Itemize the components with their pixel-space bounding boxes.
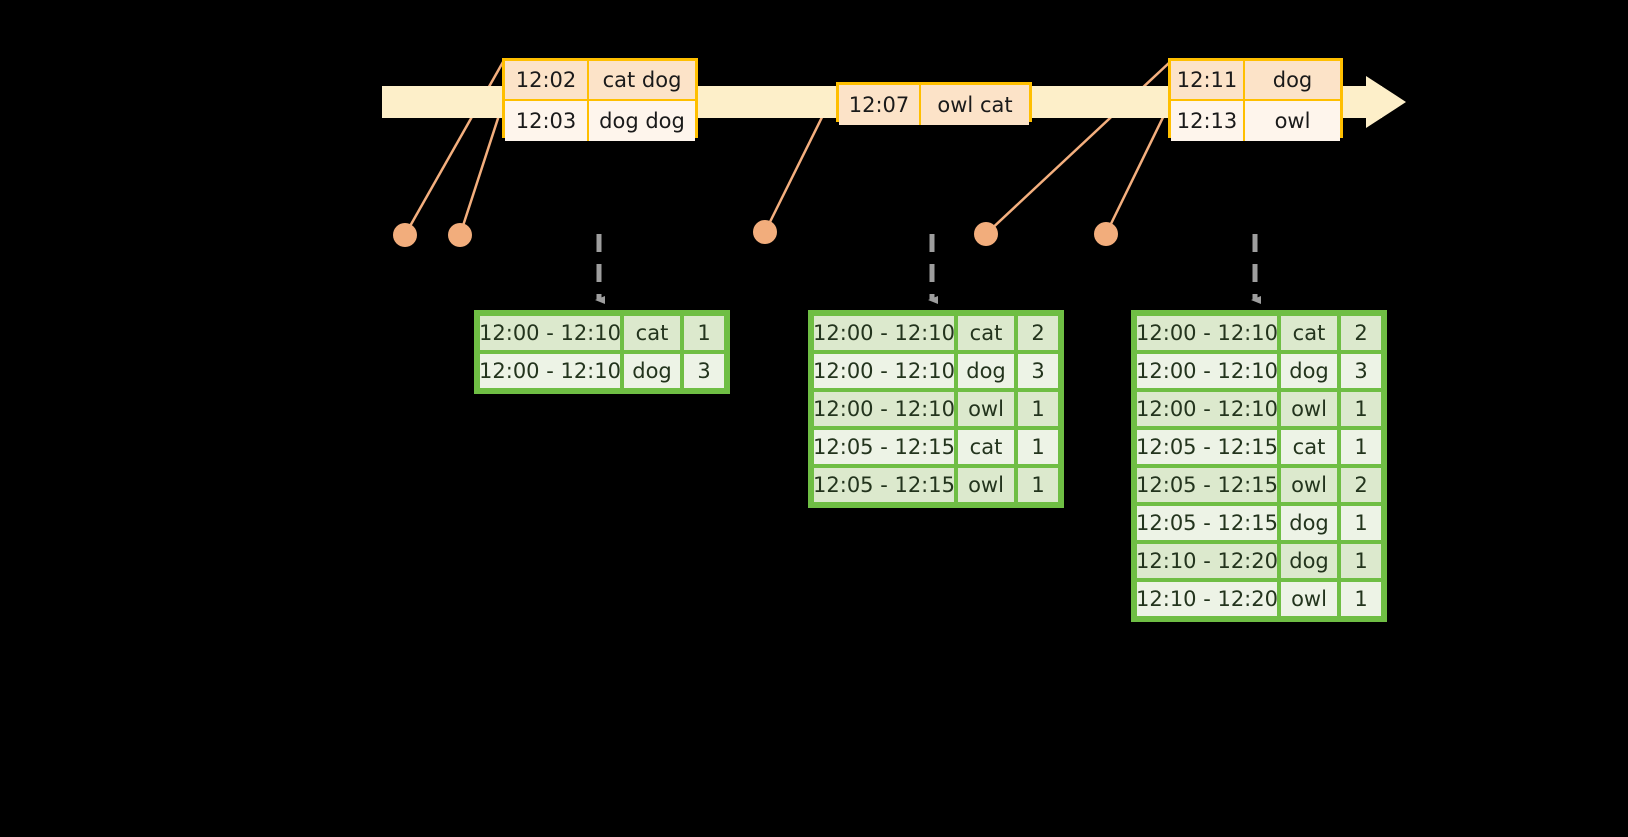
cell-word: owl [1281, 582, 1337, 616]
cell-window: 12:00 - 12:10 [479, 354, 621, 388]
cell-word: dog [624, 354, 680, 388]
timeline-arrow-head [1366, 76, 1406, 128]
cell-count: 1 [1018, 392, 1058, 426]
event-time: 12:11 [1171, 61, 1245, 99]
event-words: cat dog [602, 68, 682, 92]
cell-window: 12:00 - 12:10 [813, 392, 955, 426]
event-row: 12:07 owl cat [839, 85, 1029, 125]
event-group-1[interactable]: 12:02 cat dog 12:03 dog dog [502, 58, 698, 141]
cell-count: 3 [1341, 354, 1381, 388]
cell-word: dog [1281, 354, 1337, 388]
event-words: owl cat [937, 93, 1013, 117]
cell-window: 12:10 - 12:20 [1136, 582, 1278, 616]
cell-count: 1 [1018, 430, 1058, 464]
connector-line-2 [458, 102, 505, 236]
cell-count: 1 [1018, 468, 1058, 502]
event-words: owl [1274, 109, 1311, 133]
event-words: dog [1272, 68, 1313, 92]
cell-word: cat [1281, 430, 1337, 464]
event-time: 12:07 [839, 85, 921, 125]
cell-word: cat [1281, 316, 1337, 350]
connector-line-5 [1104, 102, 1172, 235]
event-words: dog dog [599, 109, 685, 133]
cell-word: owl [958, 392, 1014, 426]
cell-window: 12:00 - 12:10 [1136, 392, 1278, 426]
cell-window: 12:05 - 12:15 [1136, 430, 1278, 464]
cell-count: 3 [1018, 354, 1058, 388]
cell-word: owl [1281, 392, 1337, 426]
event-time: 12:03 [505, 101, 589, 141]
event-row: 12:13 owl [1171, 101, 1340, 141]
cell-window: 12:10 - 12:20 [1136, 544, 1278, 578]
cell-count: 1 [1341, 544, 1381, 578]
event-row: 12:02 cat dog [505, 61, 695, 101]
cell-window: 12:05 - 12:15 [1136, 506, 1278, 540]
event-dot-5 [1094, 222, 1118, 246]
cell-window: 12:00 - 12:10 [1136, 354, 1278, 388]
cell-word: dog [1281, 506, 1337, 540]
event-time: 12:13 [1171, 101, 1245, 141]
cell-count: 1 [684, 316, 724, 350]
event-group-3[interactable]: 12:11 dog 12:13 owl [1168, 58, 1343, 141]
cell-count: 2 [1341, 468, 1381, 502]
cell-word: cat [958, 316, 1014, 350]
cell-word: owl [958, 468, 1014, 502]
event-group-2[interactable]: 12:07 owl cat [836, 82, 1032, 125]
cell-word: cat [958, 430, 1014, 464]
event-origin-dots [393, 220, 1118, 247]
cell-window: 12:00 - 12:10 [813, 354, 955, 388]
cell-count: 2 [1341, 316, 1381, 350]
cell-word: owl [1281, 468, 1337, 502]
window-emit-arrows [595, 234, 1261, 304]
cell-window: 12:00 - 12:10 [479, 316, 621, 350]
cell-window: 12:05 - 12:15 [813, 468, 955, 502]
event-row: 12:11 dog [1171, 61, 1340, 101]
cell-count: 1 [1341, 430, 1381, 464]
cell-count: 1 [1341, 582, 1381, 616]
event-dot-4 [974, 222, 998, 246]
cell-word: dog [958, 354, 1014, 388]
cell-word: cat [624, 316, 680, 350]
event-time: 12:02 [505, 61, 589, 99]
cell-window: 12:05 - 12:15 [1136, 468, 1278, 502]
cell-count: 2 [1018, 316, 1058, 350]
cell-count: 1 [1341, 392, 1381, 426]
cell-count: 1 [1341, 506, 1381, 540]
cell-window: 12:00 - 12:10 [1136, 316, 1278, 350]
event-dot-1 [393, 223, 417, 247]
cell-window: 12:00 - 12:10 [813, 316, 955, 350]
cell-window: 12:05 - 12:15 [813, 430, 955, 464]
event-dot-3 [753, 220, 777, 244]
event-dot-2 [448, 223, 472, 247]
cell-word: dog [1281, 544, 1337, 578]
event-row: 12:03 dog dog [505, 101, 695, 141]
cell-count: 3 [684, 354, 724, 388]
